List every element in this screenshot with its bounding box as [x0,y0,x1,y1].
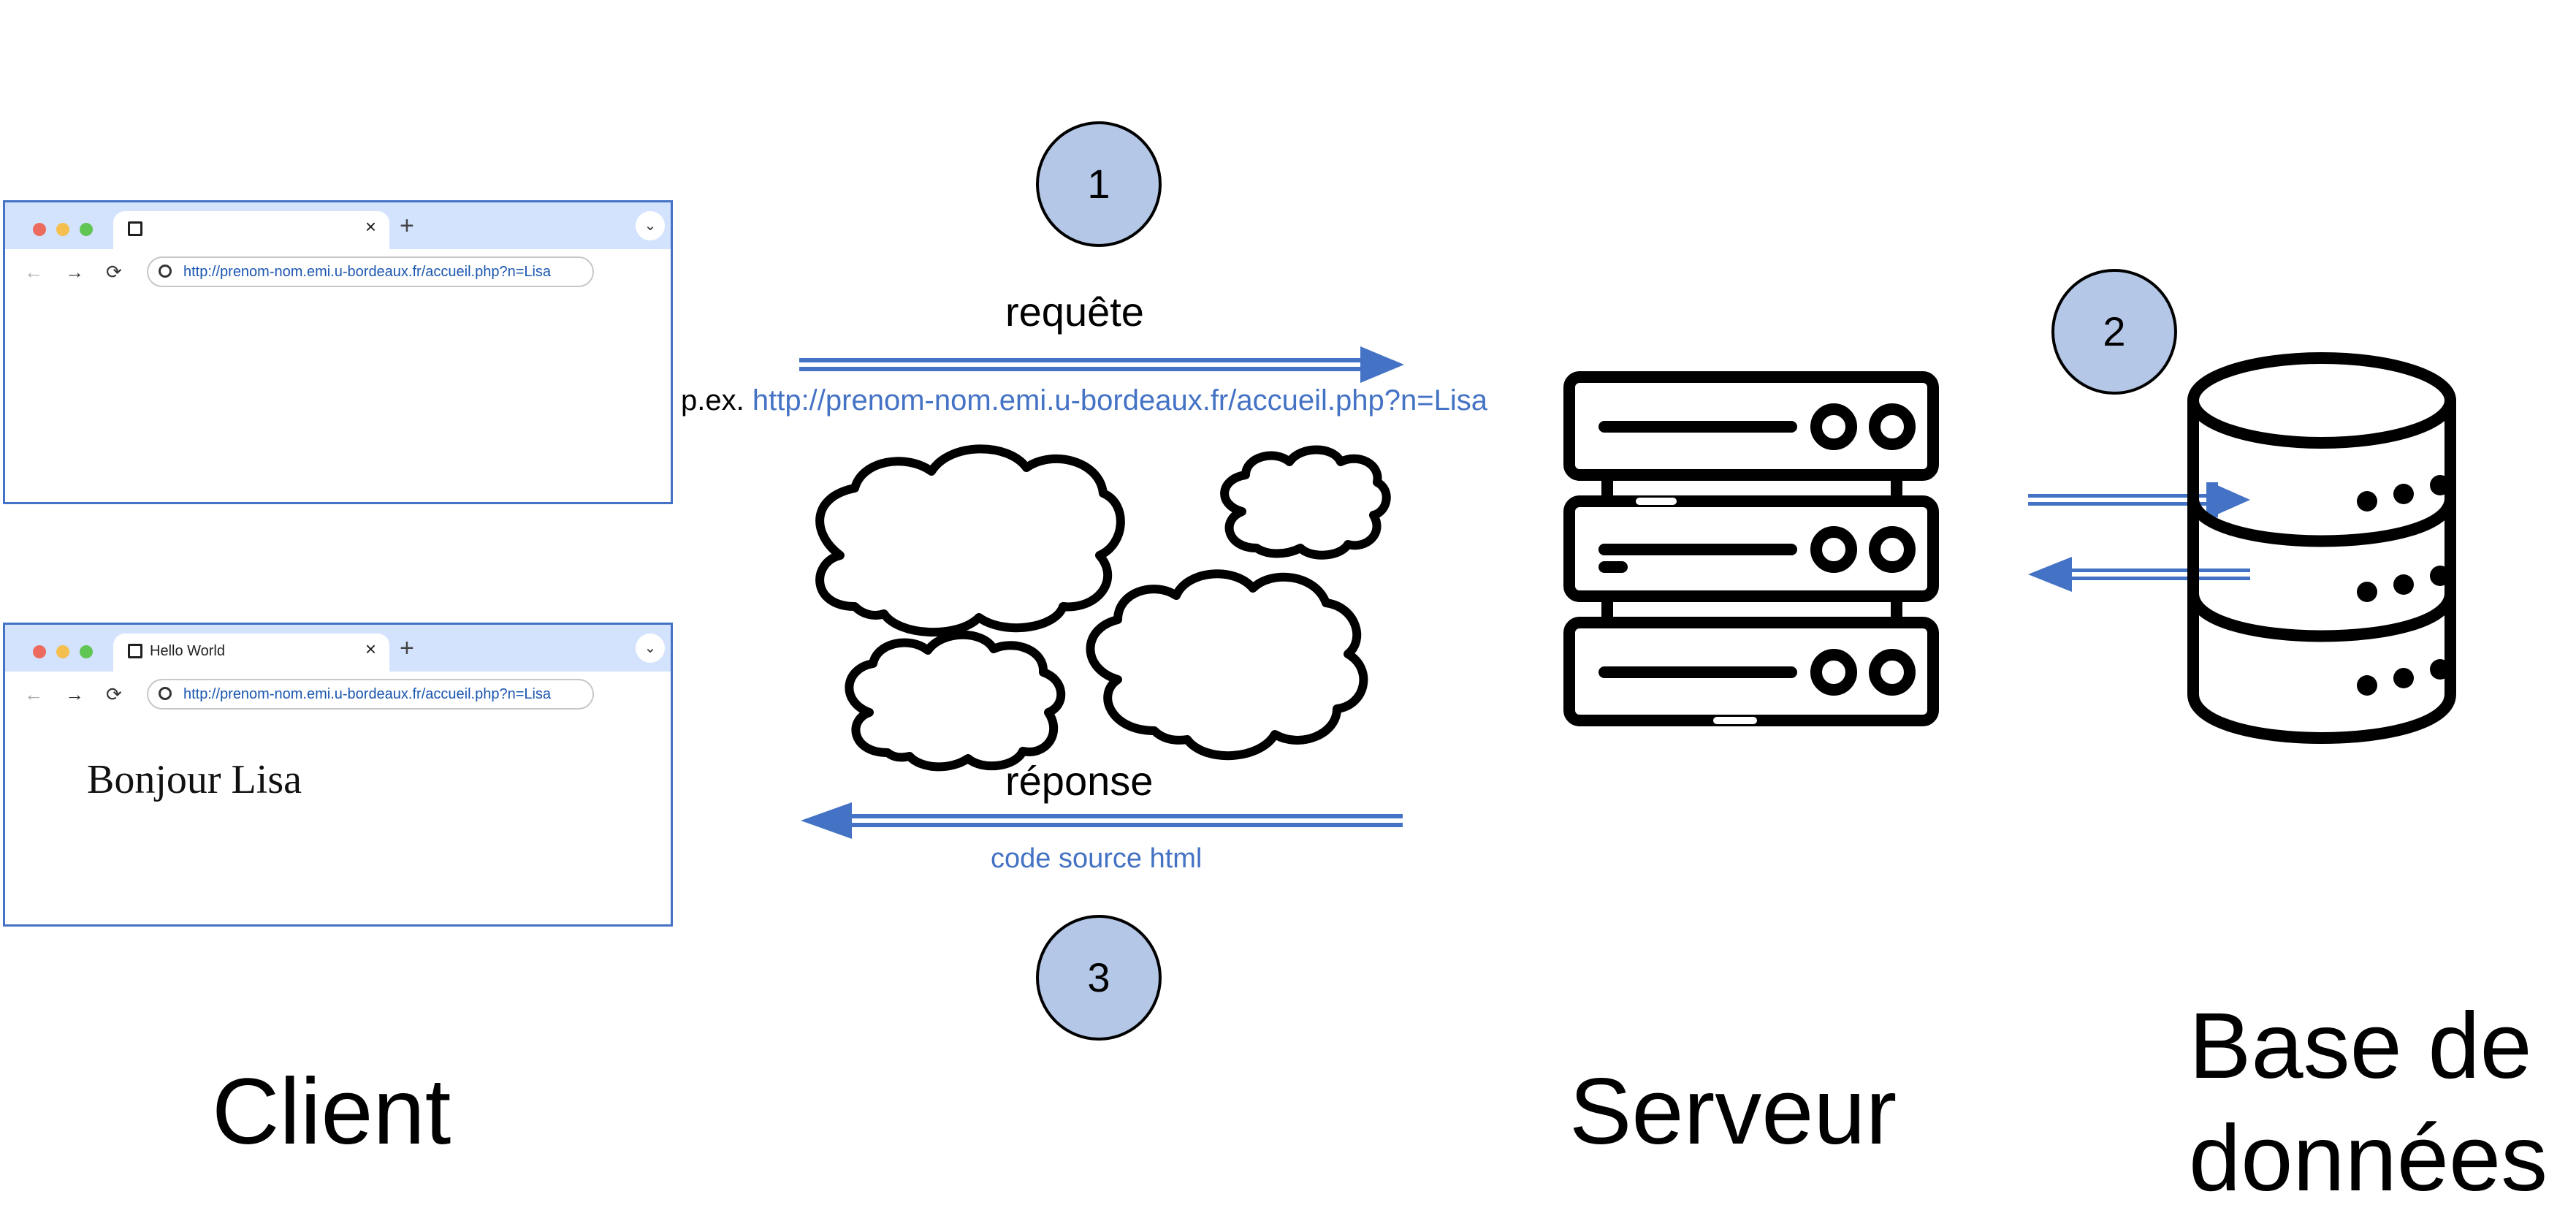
navigation-bar: ← → ⟳ http://prenom-nom.emi.u-bordeaux.f… [5,249,671,296]
internet-clouds [815,444,1391,772]
chevron-down-icon[interactable]: ⌄ [636,634,665,663]
reload-icon[interactable]: ⟳ [106,261,122,283]
navigation-bar: ← → ⟳ http://prenom-nom.emi.u-bordeaux.f… [5,672,671,718]
cloud-icon [1086,569,1368,761]
step-2-circle: 2 [2051,269,2177,395]
forward-arrow-icon[interactable]: → [65,683,84,705]
database-indicator-dots [2357,475,2450,696]
window-maximize-dot[interactable] [80,223,93,236]
tab-close-icon[interactable]: × [365,638,376,660]
database-icon [2187,352,2456,744]
chevron-down-icon[interactable]: ⌄ [636,211,665,240]
page-content: Bonjour Lisa [87,757,302,802]
request-arrow [799,346,1404,383]
window-maximize-dot[interactable] [80,645,93,658]
server-label: Serveur [1569,1060,1897,1164]
page-icon [128,644,142,658]
back-arrow-icon[interactable]: ← [24,683,43,705]
window-close-dot[interactable] [33,223,46,236]
response-label: réponse [1005,758,1154,804]
request-example-url: http://prenom-nom.emi.u-bordeaux.fr/accu… [752,384,1487,417]
globe-icon [159,687,172,700]
address-url: http://prenom-nom.emi.u-bordeaux.fr/accu… [183,264,552,280]
tab-bar: × + ⌄ [5,202,671,249]
step-1-circle: 1 [1036,121,1162,247]
browser-window-request: × + ⌄ ← → ⟳ http://prenom-nom.emi.u-bord… [3,200,673,504]
cloud-icon [845,630,1066,772]
forward-arrow-icon[interactable]: → [65,261,84,283]
cloud-icon [815,444,1125,637]
new-tab-icon[interactable]: + [400,212,414,240]
step-3-circle: 3 [1036,915,1162,1041]
new-tab-icon[interactable]: + [400,634,414,662]
request-label: requête [1005,289,1144,335]
back-arrow-icon[interactable]: ← [24,261,43,283]
server-to-database-arrow [2028,482,2250,517]
response-content: code source html [991,843,1203,874]
address-bar[interactable]: http://prenom-nom.emi.u-bordeaux.fr/accu… [147,679,594,710]
browser-tab[interactable]: Hello World × [113,634,389,672]
window-minimize-dot[interactable] [56,645,69,658]
tab-close-icon[interactable]: × [365,216,376,237]
database-label-line1: Base de [2189,994,2532,1098]
reload-icon[interactable]: ⟳ [106,683,122,705]
window-minimize-dot[interactable] [56,223,69,236]
browser-window-response: Hello World × + ⌄ ← → ⟳ http://prenom-no… [3,623,673,927]
database-label-line2: données [2189,1106,2548,1211]
server-rack-icon [1563,371,1939,726]
window-close-dot[interactable] [33,645,46,658]
request-example: p.ex. http://prenom-nom.emi.u-bordeaux.f… [681,384,1487,417]
browser-tab[interactable]: × [113,211,389,249]
client-label: Client [212,1060,451,1164]
request-example-prefix: p.ex. [681,384,744,417]
database-to-server-arrow [2028,557,2250,592]
tab-bar: Hello World × + ⌄ [5,625,671,672]
page-icon [128,221,142,236]
address-url: http://prenom-nom.emi.u-bordeaux.fr/accu… [183,686,552,702]
response-arrow [801,802,1403,839]
globe-icon [159,265,172,278]
address-bar[interactable]: http://prenom-nom.emi.u-bordeaux.fr/accu… [147,256,594,287]
cloud-icon [1220,445,1391,560]
tab-title: Hello World [150,643,225,659]
